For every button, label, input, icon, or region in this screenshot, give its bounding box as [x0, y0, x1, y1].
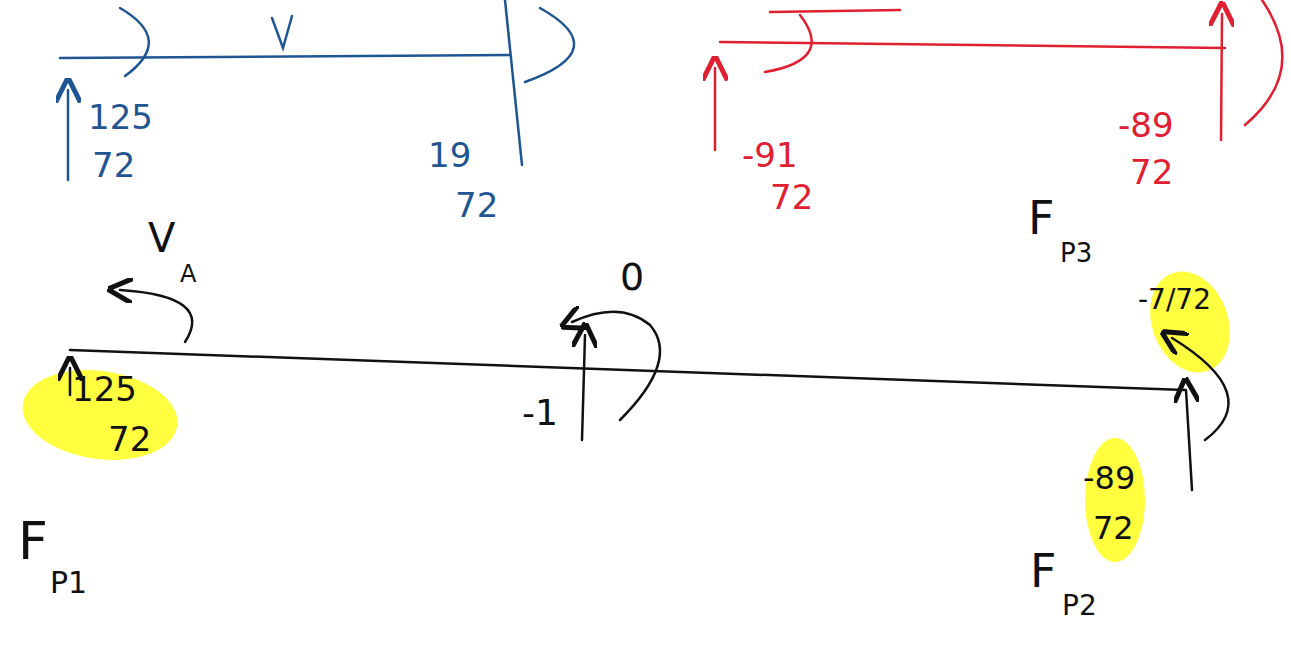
force-label: 72 [770, 180, 813, 214]
force-label: -1 [522, 395, 558, 431]
force-label: V [148, 218, 175, 258]
force-label: P1 [50, 568, 87, 598]
black-beam [70, 290, 1229, 490]
highlight [17, 260, 1244, 562]
force-label: P3 [1060, 240, 1092, 266]
force-label: -89 [1118, 108, 1174, 142]
force-label: 72 [1130, 155, 1173, 189]
force-label: 125 [72, 372, 137, 406]
force-label: -7/72 [1138, 286, 1211, 314]
force-label: 72 [455, 188, 498, 222]
force-label: 0 [620, 258, 644, 296]
force-label: 72 [108, 422, 151, 456]
blue-beam [60, 0, 574, 180]
force-label: -91 [742, 138, 798, 172]
force-label: A [180, 262, 196, 286]
force-label: F [1028, 195, 1054, 241]
force-label: -89 [1083, 462, 1135, 494]
force-label: 72 [92, 148, 135, 182]
force-label: F [1030, 548, 1056, 594]
force-label: P2 [1062, 592, 1097, 620]
force-label: 125 [88, 100, 153, 134]
force-label: F [18, 515, 48, 567]
force-label: 72 [1093, 512, 1134, 544]
red-beam [715, 0, 1282, 150]
force-label: 19 [428, 138, 471, 172]
